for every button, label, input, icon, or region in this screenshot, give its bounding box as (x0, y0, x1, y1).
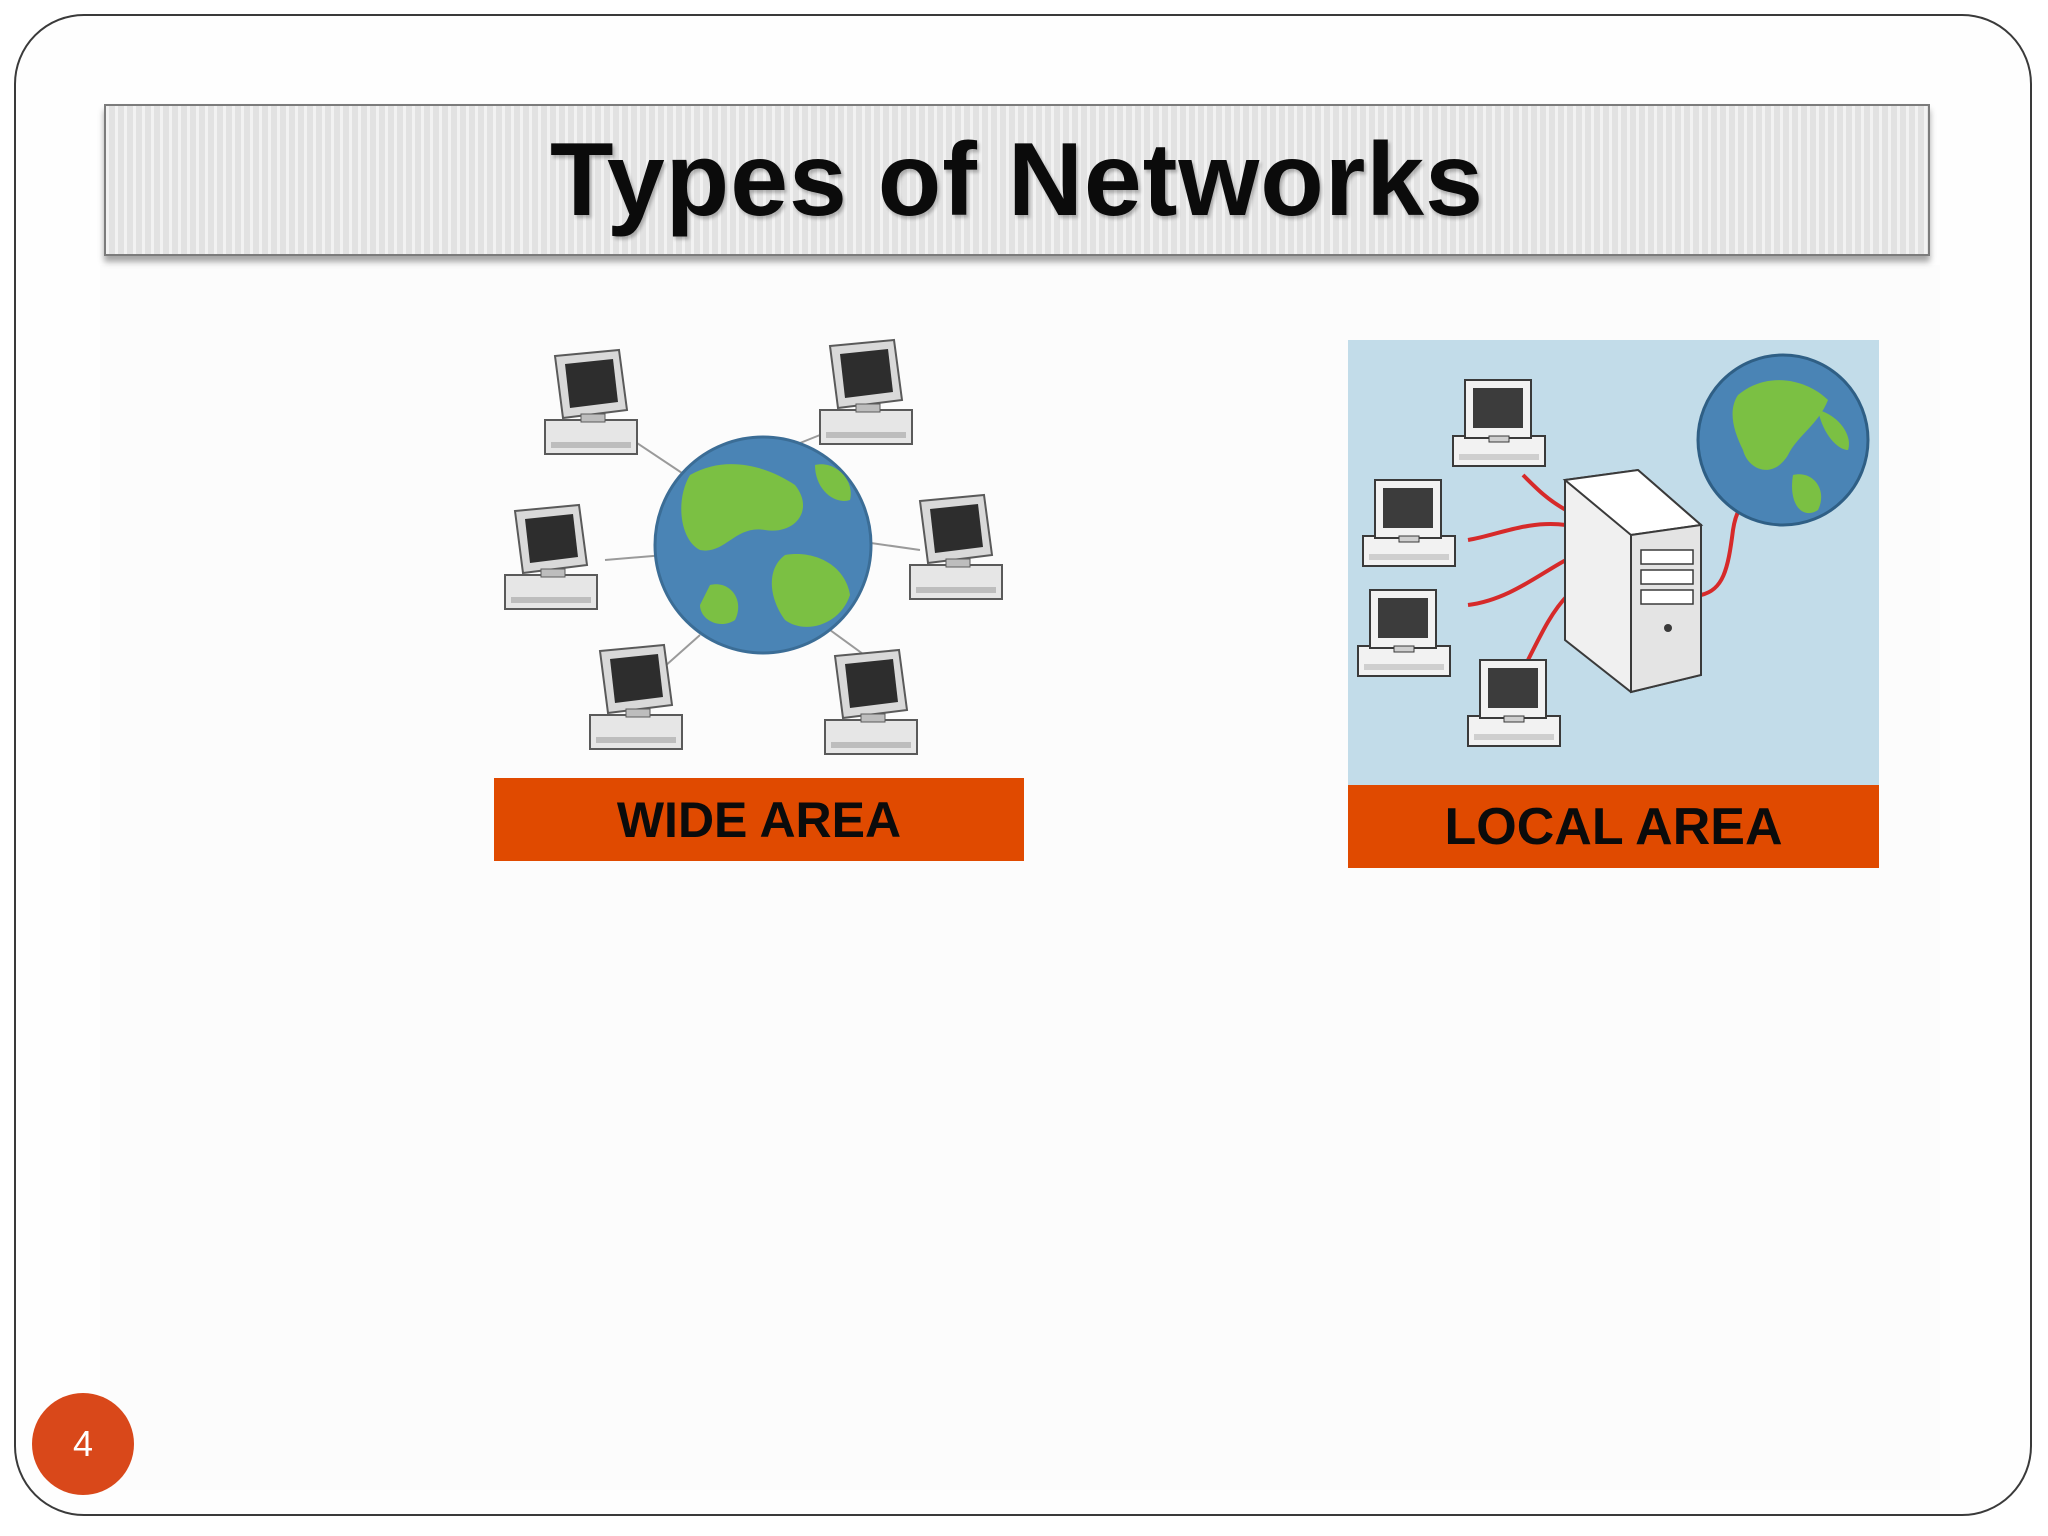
lan-diagram-icon (1348, 340, 1879, 785)
wan-diagram-svg (504, 339, 1003, 755)
local-area-label: LOCAL AREA (1348, 785, 1879, 868)
page-number-badge: 4 (32, 1393, 134, 1495)
slide-title: Types of Networks (550, 121, 1484, 238)
lan-diagram-svg (1357, 353, 1870, 747)
title-bar: Types of Networks (104, 104, 1930, 256)
wan-diagram-icon (495, 335, 1030, 780)
wide-area-label: WIDE AREA (494, 778, 1024, 861)
